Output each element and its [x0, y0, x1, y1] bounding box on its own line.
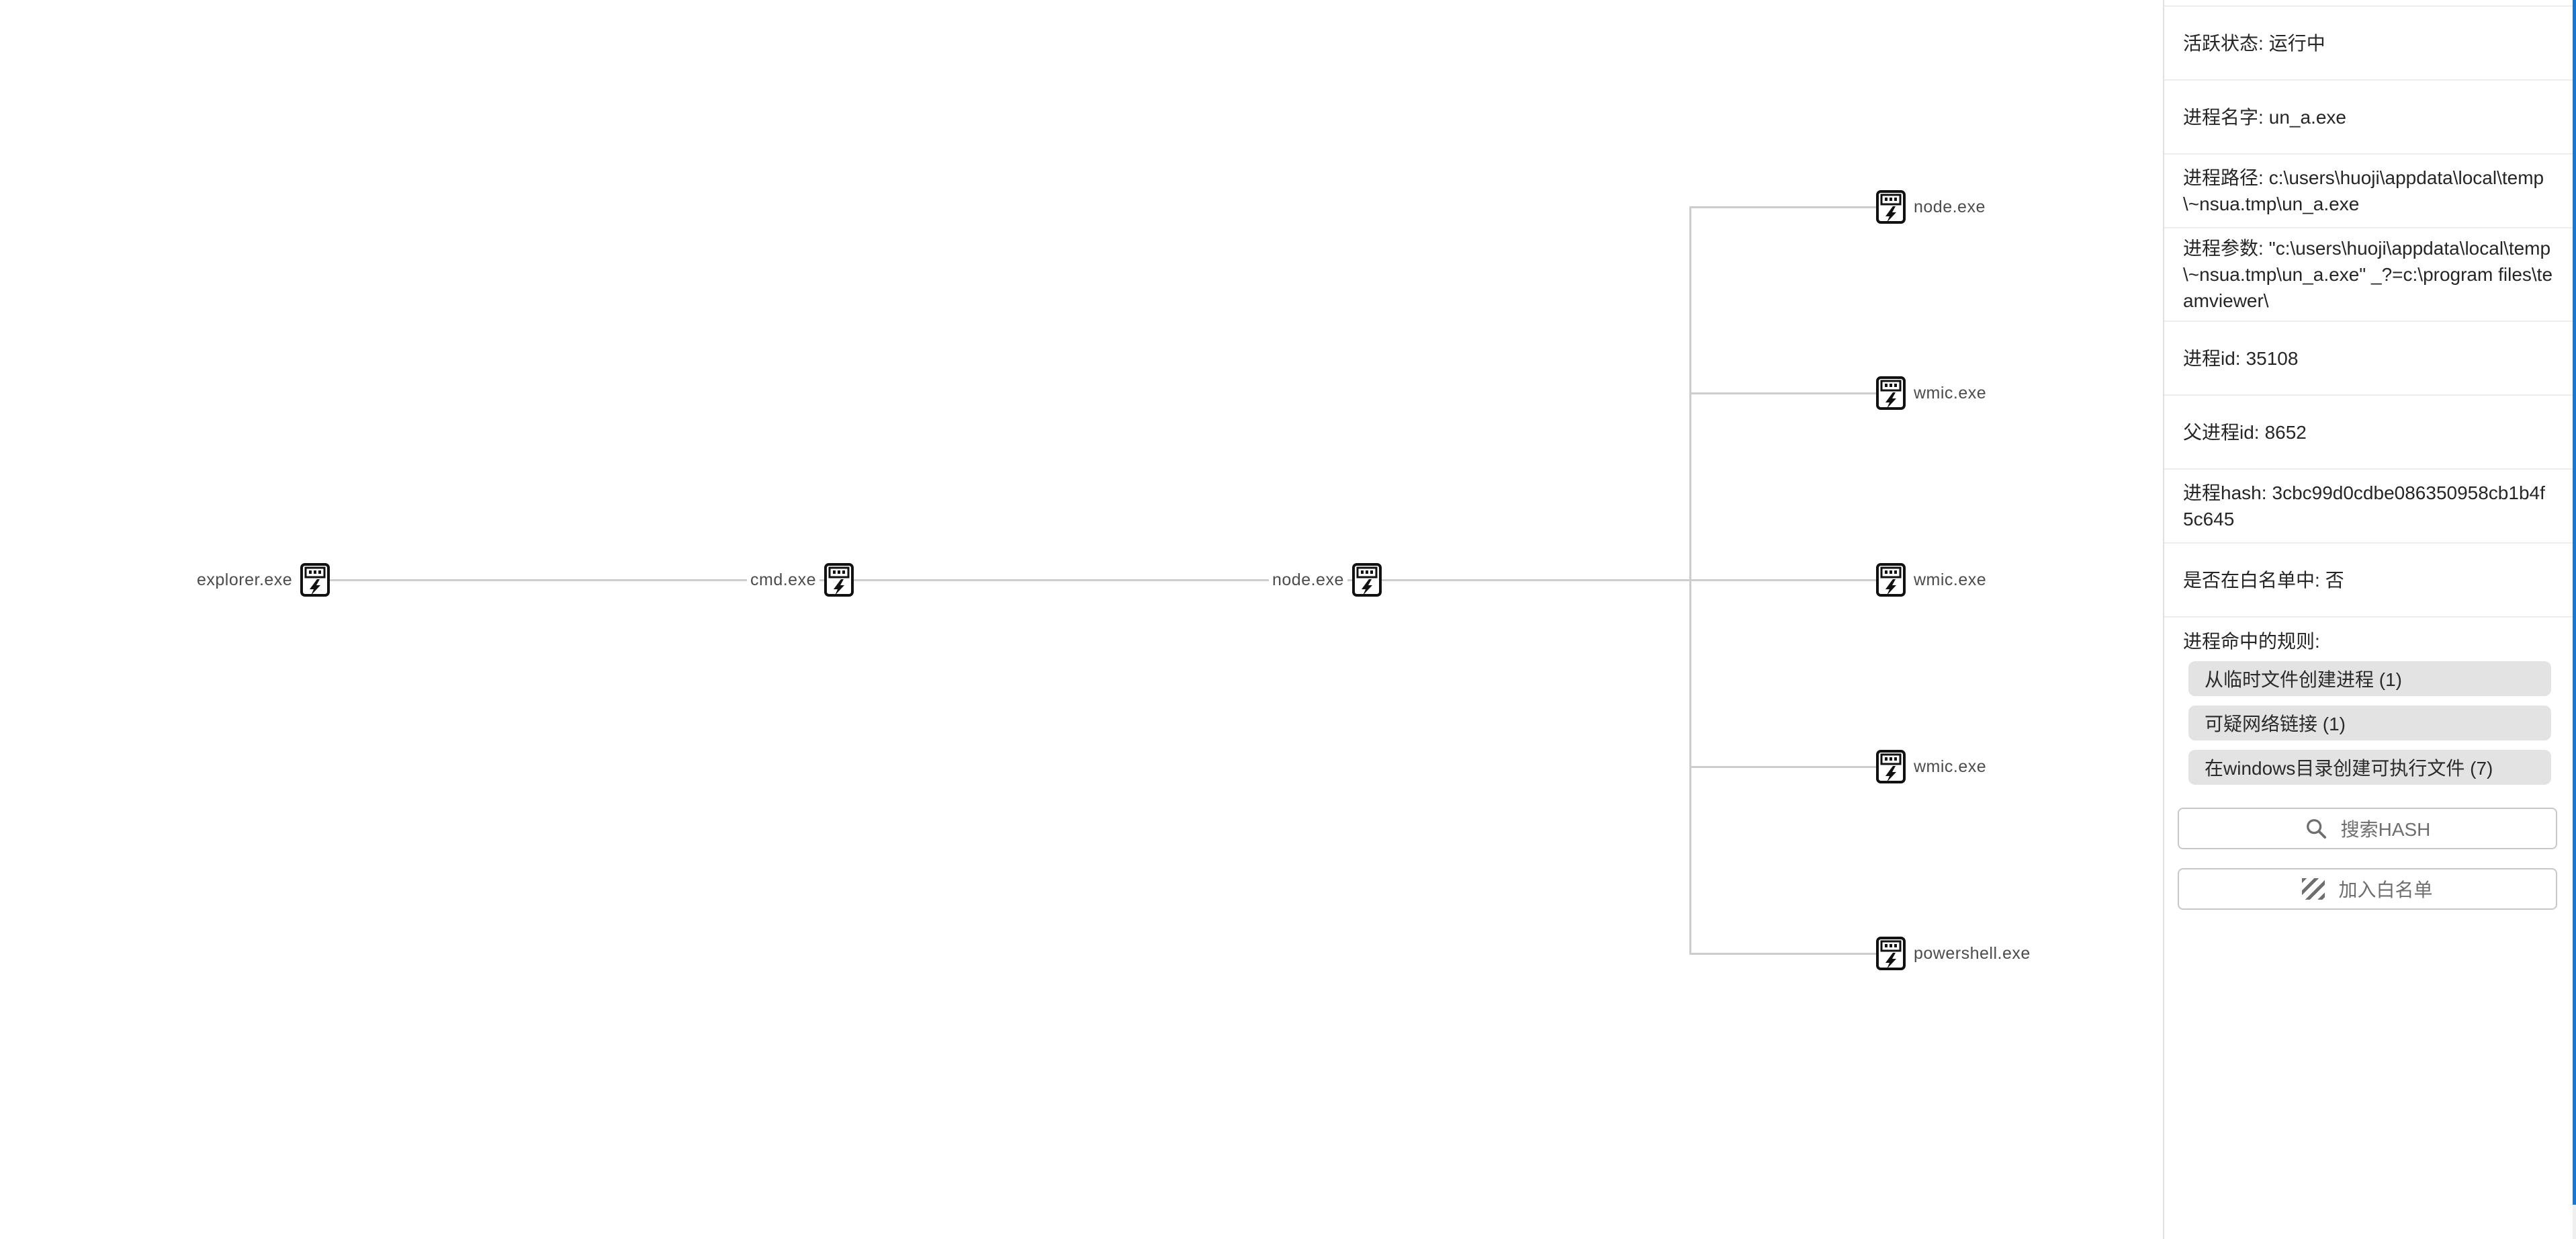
detail-value: 运行中 [2268, 32, 2325, 54]
detail-row-parent-process-id: 父进程id:8652 [2164, 396, 2576, 470]
detail-label: 进程名字: [2183, 106, 2264, 128]
detail-label: 进程参数: [2183, 238, 2264, 259]
process-node-child-powershell[interactable]: powershell.exe [1876, 937, 2034, 970]
detail-row-process-name: 进程名字:un_a.exe [2164, 81, 2576, 155]
tree-connector-line [314, 579, 1876, 581]
process-node-child-wmic-3[interactable]: wmic.exe [1876, 750, 1990, 783]
process-icon [824, 563, 854, 597]
process-label: node.exe [1269, 568, 1347, 591]
detail-row-active-status: 活跃状态:运行中 [2164, 7, 2576, 81]
detail-value: 3cbc99d0cdbe086350958cb1b4f5c645 [2183, 482, 2545, 529]
process-details-list: 活跃状态:运行中 进程名字:un_a.exe 进程路径:c:\users\huo… [2164, 5, 2576, 910]
add-whitelist-button[interactable]: 加入白名单 [2178, 868, 2557, 910]
process-icon [1876, 563, 1906, 597]
matched-rules-label: 进程命中的规则: [2183, 631, 2320, 652]
process-label: explorer.exe [193, 568, 296, 591]
tree-connector-line [1689, 206, 1691, 955]
vertical-scrollbar-thumb[interactable] [2573, 0, 2576, 1205]
detail-value: 8652 [2264, 421, 2307, 443]
matched-rules-section: 进程命中的规则: 从临时文件创建进程 (1) 可疑网络链接 (1) 在windo… [2164, 617, 2576, 785]
rule-chip-windows-dir-executable[interactable]: 在windows目录创建可执行文件 (7) [2188, 750, 2551, 785]
panel-actions: 搜索HASH 加入白名单 [2164, 794, 2576, 910]
detail-row-process-hash: 进程hash:3cbc99d0cdbe086350958cb1b4f5c645 [2164, 470, 2576, 544]
texture-icon [2302, 878, 2325, 900]
process-node-cmd[interactable]: cmd.exe [747, 563, 854, 597]
detail-value: 否 [2325, 569, 2344, 591]
detail-label: 是否在白名单中: [2183, 569, 2320, 591]
process-label: wmic.exe [1910, 755, 1990, 778]
process-label: wmic.exe [1910, 382, 1990, 404]
detail-row-process-id: 进程id:35108 [2164, 322, 2576, 396]
detail-label: 进程hash: [2183, 482, 2267, 503]
process-node-node[interactable]: node.exe [1269, 563, 1382, 597]
search-hash-button[interactable]: 搜索HASH [2178, 808, 2557, 849]
detail-label: 父进程id: [2183, 421, 2260, 443]
detail-row-process-args: 进程参数:"c:\users\huoji\appdata\local\temp\… [2164, 228, 2576, 322]
process-label: node.exe [1910, 196, 1989, 218]
tree-connector-line [1689, 206, 1876, 208]
process-node-explorer[interactable]: explorer.exe [193, 563, 330, 597]
detail-row-process-path: 进程路径:c:\users\huoji\appdata\local\temp\~… [2164, 155, 2576, 228]
process-icon [1876, 376, 1906, 410]
detail-value: un_a.exe [2268, 106, 2346, 128]
process-details-panel: 活跃状态:运行中 进程名字:un_a.exe 进程路径:c:\users\huo… [2163, 0, 2576, 1239]
process-icon [1876, 750, 1906, 783]
detail-value: 35108 [2246, 347, 2299, 369]
process-label: cmd.exe [747, 568, 819, 591]
search-icon [2306, 819, 2326, 839]
tree-connector-line [1689, 766, 1876, 768]
search-hash-label: 搜索HASH [2340, 819, 2431, 840]
add-whitelist-label: 加入白名单 [2338, 880, 2433, 900]
process-node-child-node[interactable]: node.exe [1876, 190, 1989, 224]
tree-connector-line [1689, 392, 1876, 394]
process-node-child-wmic-2[interactable]: wmic.exe [1876, 563, 1990, 597]
detail-label: 活跃状态: [2183, 32, 2264, 54]
process-node-child-wmic-1[interactable]: wmic.exe [1876, 376, 1990, 410]
rule-chip-temp-file-process[interactable]: 从临时文件创建进程 (1) [2188, 661, 2551, 696]
detail-label: 进程id: [2183, 347, 2241, 369]
process-label: wmic.exe [1910, 568, 1990, 591]
process-icon [1352, 563, 1382, 597]
detail-label: 进程路径: [2183, 167, 2264, 188]
detail-value: c:\users\huoji\appdata\local\temp\~nsua.… [2183, 167, 2544, 214]
detail-row-whitelist-status: 是否在白名单中:否 [2164, 544, 2576, 617]
tree-connector-line [1689, 953, 1876, 955]
detail-value: "c:\users\huoji\appdata\local\temp\~nsua… [2183, 238, 2553, 311]
process-label: powershell.exe [1910, 942, 2034, 965]
process-icon [1876, 937, 1906, 970]
process-icon [300, 563, 330, 597]
rule-chip-suspicious-network[interactable]: 可疑网络链接 (1) [2188, 706, 2551, 740]
process-icon [1876, 190, 1906, 224]
